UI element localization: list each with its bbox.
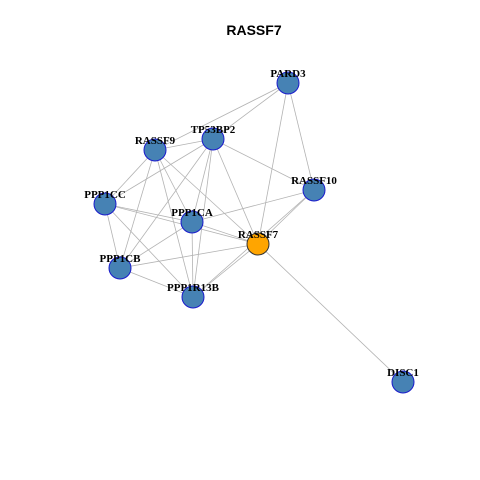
edge-tp53bp2-ppp1r13b [192, 138, 214, 298]
edge-rassf9-rassf7 [154, 149, 259, 245]
edge-ppp1cc-ppp1r13b [104, 203, 194, 298]
edge-tp53bp2-rassf10 [212, 138, 315, 191]
node-label-ppp1cb: PPP1CB [100, 253, 142, 265]
edge-ppp1cb-ppp1r13b [119, 267, 194, 298]
node-ppp1cc [93, 192, 117, 216]
edge-tp53bp2-ppp1cc [104, 138, 214, 205]
node-label-rassf10: RASSF10 [291, 175, 337, 187]
edge-rassf9-ppp1cc [104, 149, 156, 205]
edge-ppp1ca-rassf7 [191, 221, 259, 245]
node-disc1 [391, 370, 415, 394]
edge-rassf10-ppp1ca [191, 189, 315, 223]
edge-pard3-rassf9 [154, 82, 289, 151]
edge-rassf9-ppp1ca [154, 149, 193, 223]
edge-pard3-rassf10 [287, 82, 315, 191]
edge-ppp1ca-ppp1r13b [191, 221, 194, 298]
edge-ppp1cb-rassf7 [119, 243, 259, 269]
edge-pard3-tp53bp2 [212, 82, 289, 140]
edge-ppp1ca-ppp1cb [119, 221, 193, 269]
node-layer [93, 71, 415, 394]
node-label-ppp1ca: PPP1CA [171, 207, 213, 219]
node-label-pard3: PARD3 [270, 68, 306, 80]
node-rassf10 [302, 178, 326, 202]
node-label-ppp1cc: PPP1CC [84, 189, 126, 201]
edge-ppp1cc-ppp1ca [104, 203, 193, 223]
node-label-tp53bp2: TP53BP2 [191, 124, 236, 136]
node-label-rassf7: RASSF7 [238, 229, 279, 241]
edge-rassf9-ppp1cb [119, 149, 156, 269]
node-label-rassf9: RASSF9 [135, 135, 176, 147]
node-ppp1ca [180, 210, 204, 234]
edge-ppp1r13b-rassf7 [192, 243, 259, 298]
graph-title: RASSF7 [226, 22, 281, 38]
node-label-disc1: DISC1 [387, 367, 419, 379]
node-rassf7 [246, 232, 270, 256]
node-rassf9 [143, 138, 167, 162]
edge-rassf9-ppp1r13b [154, 149, 194, 298]
edge-tp53bp2-ppp1cb [119, 138, 214, 269]
edge-rassf10-rassf7 [257, 189, 315, 245]
edge-pard3-rassf7 [257, 82, 289, 245]
node-label-ppp1r13b: PPP1R13B [167, 282, 220, 294]
edge-rassf7-disc1 [257, 243, 404, 383]
node-pard3 [276, 71, 300, 95]
edge-tp53bp2-rassf7 [212, 138, 259, 245]
node-ppp1r13b [181, 285, 205, 309]
edge-layer [104, 82, 404, 383]
edge-tp53bp2-ppp1ca [191, 138, 214, 223]
node-tp53bp2 [201, 127, 225, 151]
node-ppp1cb [108, 256, 132, 280]
